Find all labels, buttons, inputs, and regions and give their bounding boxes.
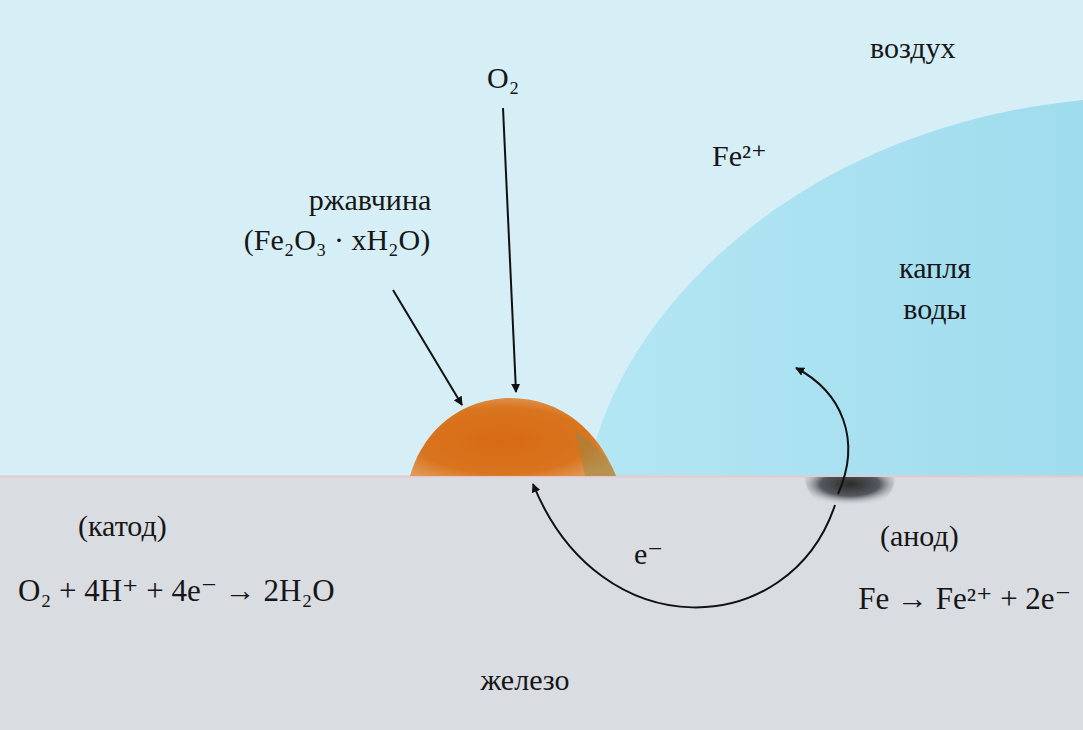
rust-deposit <box>410 398 616 476</box>
formula-label: (Fe₂O₃ · xH₂O) <box>244 222 430 258</box>
electron-label: e⁻ <box>634 536 663 572</box>
anode-pit <box>805 477 895 513</box>
iron-slab <box>0 476 1083 730</box>
electrode-label: (катод) <box>78 508 167 544</box>
anode-equation: Fe → Fe²⁺ + 2e⁻ <box>858 580 1071 617</box>
water-drop <box>588 100 1083 476</box>
cathode-equation: O₂ + 4H⁺ + 4e⁻ → 2H₂O <box>18 572 335 609</box>
oxygen-arrow <box>503 108 516 392</box>
electrode-label: (анод) <box>880 518 959 554</box>
rust-leader <box>393 290 462 405</box>
ion-arrow <box>796 368 848 494</box>
rust-label: ржавчина <box>309 182 432 218</box>
electron-arrow <box>533 484 835 607</box>
drop-label: капля воды <box>899 248 971 329</box>
region-label: воздух <box>870 30 956 66</box>
material-label: железо <box>481 662 570 698</box>
reactant-label: O₂ <box>487 60 519 96</box>
ion-label: Fe²⁺ <box>712 138 767 174</box>
rust-edge <box>575 430 616 476</box>
